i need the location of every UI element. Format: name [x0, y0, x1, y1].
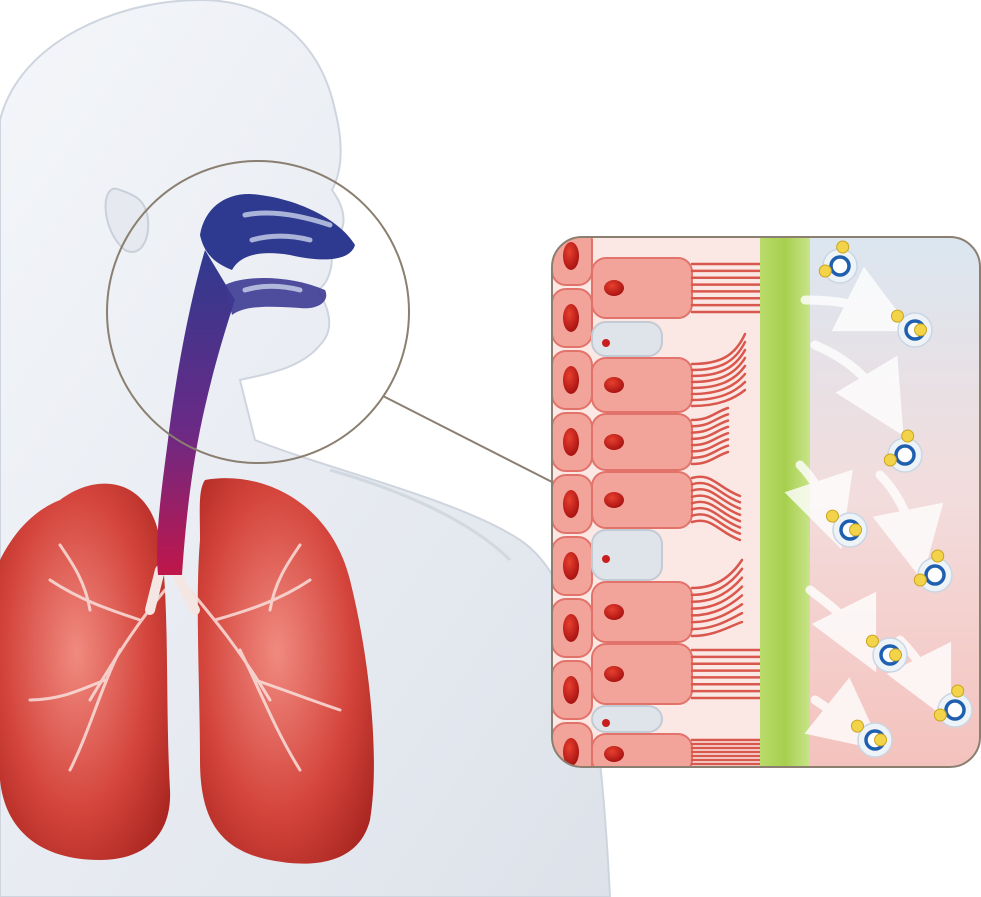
cell-nucleus [563, 304, 579, 332]
hydrogen-atom [837, 241, 849, 253]
cell-nucleus [563, 676, 579, 704]
zoom-connector [383, 396, 556, 484]
mucus-layer [760, 237, 810, 767]
cell-nucleus [563, 366, 579, 394]
hydrogen-atom [891, 310, 903, 322]
hydrogen-atom [819, 265, 831, 277]
oxygen-atom [946, 701, 964, 719]
goblet-cell [592, 322, 662, 356]
cell-nucleus [602, 555, 610, 563]
basal-cells [552, 227, 592, 781]
hydrogen-atom [826, 510, 838, 522]
cell-nucleus [604, 377, 624, 393]
left-lung [0, 484, 170, 860]
goblet-cell [592, 706, 662, 732]
cell-nucleus [563, 428, 579, 456]
hydrogen-atom [850, 524, 862, 536]
cell-nucleus [604, 746, 624, 762]
hydrogen-atom [902, 430, 914, 442]
cell-nucleus [563, 242, 579, 270]
cell-nucleus [563, 552, 579, 580]
cell-nucleus [604, 280, 624, 296]
cell-nucleus [602, 339, 610, 347]
hydrogen-atom [884, 454, 896, 466]
oxygen-atom [831, 257, 849, 275]
hydrogen-atom [875, 734, 887, 746]
goblet-cell [592, 530, 662, 580]
cell-nucleus [563, 490, 579, 518]
cell-nucleus [604, 434, 624, 450]
cell-nucleus [602, 719, 610, 727]
cell-nucleus [604, 492, 624, 508]
hydrogen-atom [932, 550, 944, 562]
oxygen-atom [926, 566, 944, 584]
hydrogen-atom [851, 720, 863, 732]
cell-nucleus [563, 614, 579, 642]
hydrogen-atom [934, 709, 946, 721]
hydrogen-atom [915, 324, 927, 336]
hydrogen-atom [866, 635, 878, 647]
hydrogen-atom [890, 649, 902, 661]
oxygen-atom [896, 446, 914, 464]
cell-nucleus [604, 666, 624, 682]
epithelium-inset [552, 227, 980, 781]
hydrogen-atom [952, 685, 964, 697]
cell-nucleus [604, 604, 624, 620]
hydrogen-atom [914, 574, 926, 586]
